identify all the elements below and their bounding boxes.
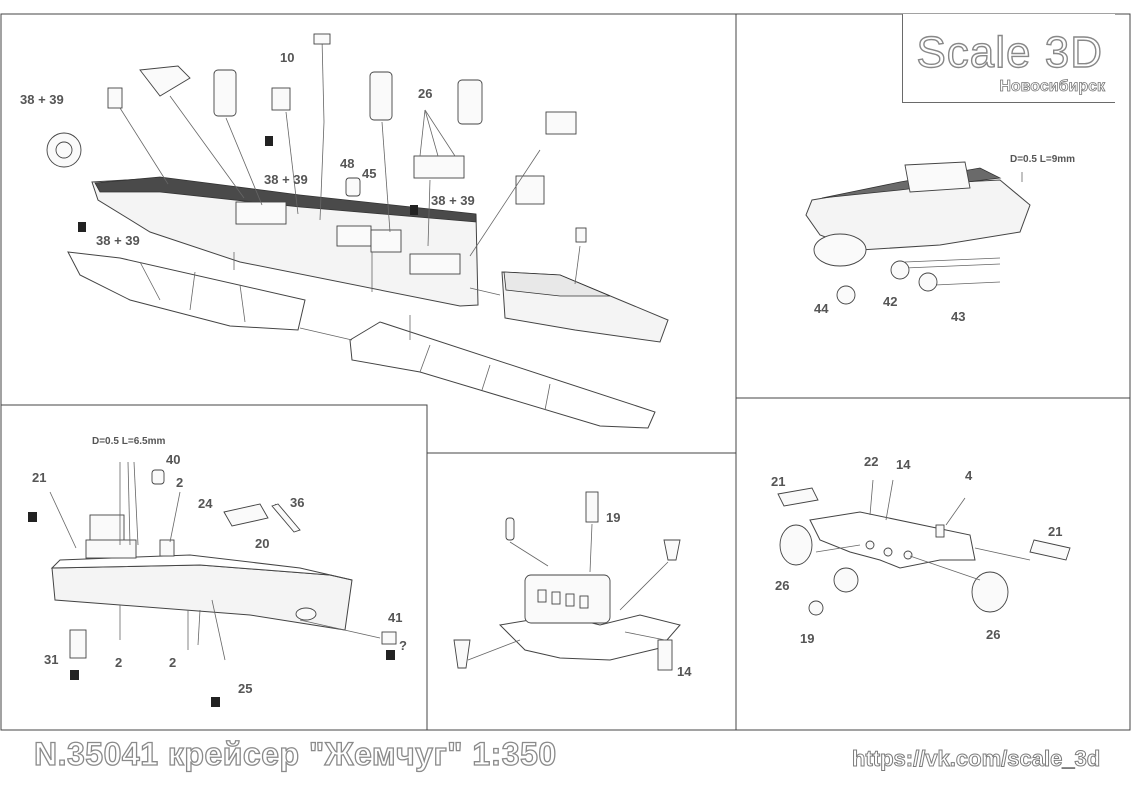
- dimension-note: D=0.5 L=6.5mm: [92, 436, 165, 447]
- bow-assembly-view: [28, 461, 397, 707]
- part-label: 21: [1048, 524, 1062, 539]
- main-view-labels: 38 + 39 10 26 48 45 38 + 39 38 + 39 38 +…: [20, 50, 475, 248]
- stern-view-labels: D=0.5 L=9mm 44 42 43: [814, 154, 1075, 324]
- part-label: ?: [399, 638, 407, 653]
- part-label: 21: [32, 470, 46, 485]
- part-label: 19: [800, 631, 814, 646]
- part-label: 14: [677, 664, 692, 679]
- part-label: 42: [883, 294, 897, 309]
- part-label: 44: [814, 301, 829, 316]
- part-label: 38 + 39: [431, 193, 475, 208]
- part-label: 2: [115, 655, 122, 670]
- model-title: N.35041 крейсер "Жемчуг" 1:350: [33, 735, 557, 772]
- part-label: 4: [965, 468, 973, 483]
- part-label: 26: [986, 627, 1000, 642]
- part-label: 45: [362, 166, 376, 181]
- brand-box: Scale 3D Новосибирск: [902, 14, 1115, 103]
- part-label: 43: [951, 309, 965, 324]
- part-label: 25: [238, 681, 252, 696]
- brand-city: Новосибирск: [999, 78, 1105, 96]
- part-label: 21: [771, 474, 785, 489]
- bridge-assembly-view: [453, 491, 681, 671]
- part-label: 24: [198, 496, 213, 511]
- main-hull-assembly: [46, 33, 669, 429]
- stern-underside-view: [805, 161, 1031, 305]
- website-url: https://vk.com/scale_3d: [851, 746, 1101, 772]
- part-label: 38 + 39: [20, 92, 64, 107]
- part-label: 14: [896, 457, 911, 472]
- part-label: 19: [606, 510, 620, 525]
- brand-logo-text: Scale 3D: [916, 27, 1103, 77]
- part-label: 10: [280, 50, 294, 65]
- platform-view-labels: 22 14 4 21 21 26 19 26: [771, 454, 1062, 646]
- bridge-view-labels: 19 14: [606, 510, 692, 679]
- part-label: 36: [290, 495, 304, 510]
- dimension-note: D=0.5 L=9mm: [1010, 154, 1075, 165]
- part-label: 26: [775, 578, 789, 593]
- part-label: 38 + 39: [264, 172, 308, 187]
- part-label: 26: [418, 86, 432, 101]
- platform-assembly-view: [777, 479, 1071, 616]
- part-label: 38 + 39: [96, 233, 140, 248]
- panel-frames: [0, 13, 1131, 731]
- part-label: 31: [44, 652, 58, 667]
- part-label: 48: [340, 156, 354, 171]
- part-label: 40: [166, 452, 180, 467]
- part-label: 2: [169, 655, 176, 670]
- part-label: 2: [176, 475, 183, 490]
- part-label: 22: [864, 454, 878, 469]
- part-label: 41: [388, 610, 402, 625]
- bow-view-labels: D=0.5 L=6.5mm 21 40 2 24 36 20 41 ? 31 2…: [32, 436, 407, 696]
- part-label: 20: [255, 536, 269, 551]
